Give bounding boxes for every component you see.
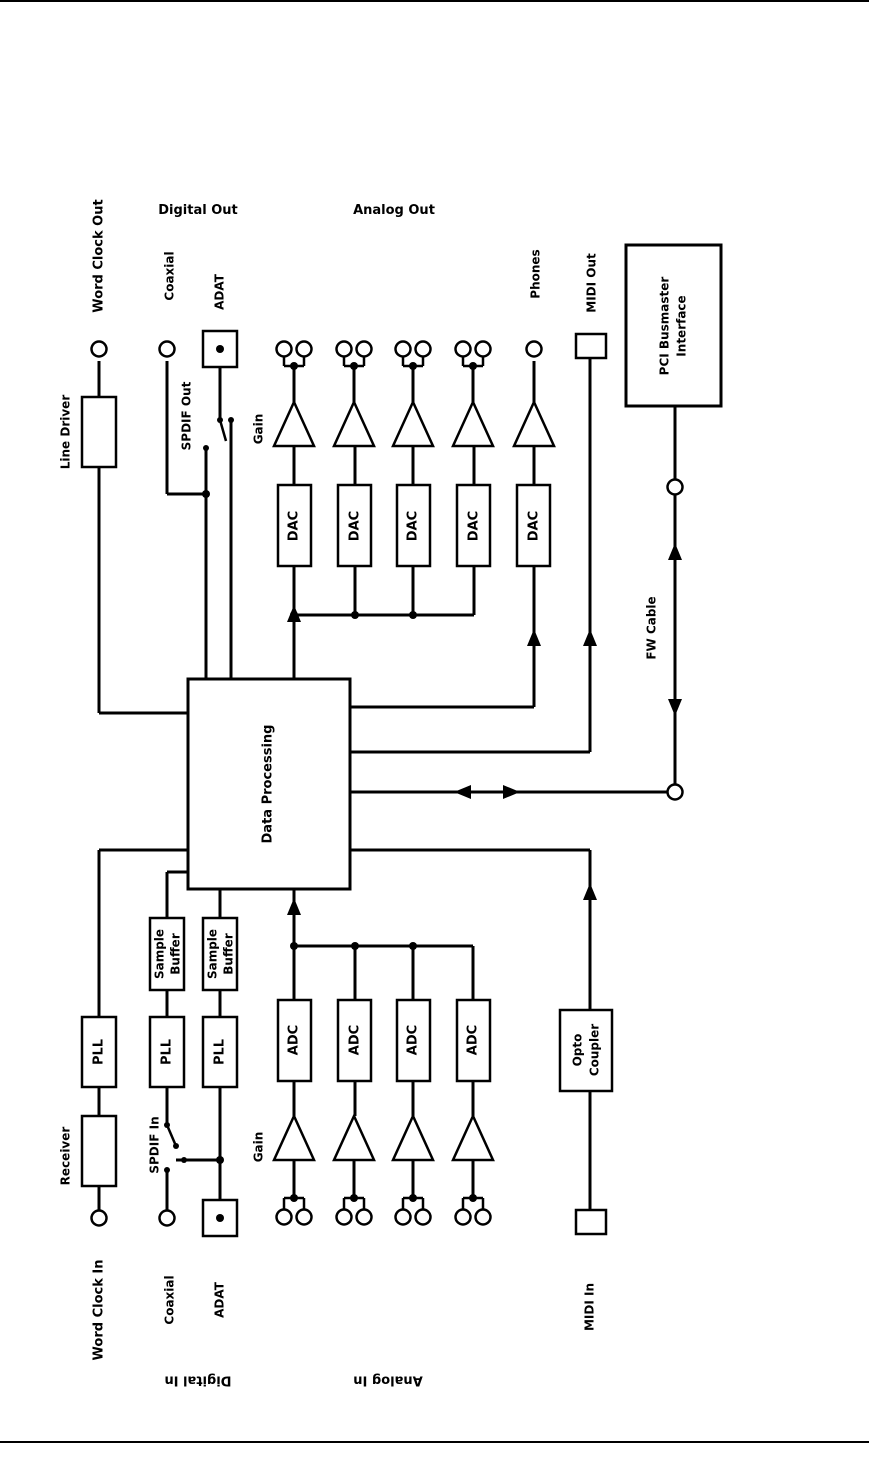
pll-adat-block xyxy=(201,1015,239,1089)
fw-top-jack xyxy=(666,478,684,496)
coaxial-out-jack xyxy=(158,340,176,358)
svg-text:DAC: DAC xyxy=(348,511,363,541)
gain-in-label: Gain xyxy=(252,1132,266,1163)
svg-text:Buffer: Buffer xyxy=(222,933,236,975)
dac-channel-2: DAC xyxy=(332,340,376,615)
svg-text:Sample: Sample xyxy=(153,929,167,979)
word-clock-out-jack xyxy=(90,340,108,358)
svg-text:DAC: DAC xyxy=(467,511,482,541)
svg-text:DAC: DAC xyxy=(287,511,302,541)
gain-out-label: Gain xyxy=(252,414,266,445)
analog-in-label: Analog In xyxy=(353,1373,422,1388)
line-driver-block xyxy=(80,395,118,469)
dac-channel-3: DAC xyxy=(391,340,435,615)
svg-text:ADC: ADC xyxy=(287,1025,302,1055)
pci-busmaster-label-1: PCI Busmaster xyxy=(658,277,672,376)
midi-out-label: MIDI Out xyxy=(585,253,599,313)
opto-coupler-block xyxy=(558,1008,614,1093)
svg-text:PLL: PLL xyxy=(92,1039,107,1065)
fw-cable-label: FW Cable xyxy=(645,596,659,659)
digital-out-label: Digital Out xyxy=(158,203,238,218)
midi-out-jack xyxy=(574,332,608,360)
phones-channel: DAC xyxy=(350,340,556,709)
coaxial-in-label: Coaxial xyxy=(163,1275,177,1324)
svg-text:ADC: ADC xyxy=(348,1025,363,1055)
word-clock-in-label: Word Clock In xyxy=(92,1260,107,1361)
phones-label: Phones xyxy=(529,249,543,298)
pci-busmaster-label-2: Interface xyxy=(675,295,689,356)
word-clock-out-label: Word Clock Out xyxy=(92,199,107,312)
svg-text:ADC: ADC xyxy=(466,1025,481,1055)
line-driver-label: Line Driver xyxy=(59,395,73,470)
analog-out-label: Analog Out xyxy=(353,203,435,218)
adat-out-jack xyxy=(201,329,239,369)
adc-channel-3: ADC xyxy=(391,946,435,1226)
word-clock-in-jack xyxy=(90,1209,108,1227)
dac-channel-4: DAC xyxy=(451,340,495,615)
pci-busmaster-block xyxy=(624,243,723,408)
receiver-label: Receiver xyxy=(59,1127,73,1186)
adc-channel-2: ADC xyxy=(332,946,376,1226)
adc-channel-4: ADC xyxy=(451,946,495,1226)
fw-bottom-jack xyxy=(666,783,684,801)
svg-text:Buffer: Buffer xyxy=(169,933,183,975)
midi-in-jack xyxy=(574,1208,608,1236)
receiver-block xyxy=(80,1114,118,1188)
svg-text:Coupler: Coupler xyxy=(588,1024,602,1076)
svg-text:ADC: ADC xyxy=(406,1025,421,1055)
midi-in-label: MIDI In xyxy=(583,1283,597,1331)
coaxial-out-label: Coaxial xyxy=(163,251,177,300)
digital-in-label: Digital In xyxy=(164,1373,231,1388)
adat-in-label: ADAT xyxy=(213,1281,227,1318)
svg-text:PLL: PLL xyxy=(160,1039,175,1065)
adat-out-label: ADAT xyxy=(213,273,227,310)
data-processing-block xyxy=(186,677,352,891)
svg-text:PLL: PLL xyxy=(213,1039,228,1065)
spdif-in-label: SPDIF In xyxy=(148,1116,162,1173)
coaxial-in-jack xyxy=(158,1209,176,1227)
svg-text:DAC: DAC xyxy=(527,511,542,541)
svg-text:Opto: Opto xyxy=(571,1034,585,1067)
adc-channel-1: ADC xyxy=(272,998,316,1226)
svg-text:DAC: DAC xyxy=(406,511,421,541)
spdif-out-label: SPDIF Out xyxy=(180,381,194,450)
svg-text:Sample: Sample xyxy=(206,929,220,979)
data-processing-label: Data Processing xyxy=(261,725,276,844)
sample-buffer-2-block xyxy=(201,916,239,992)
dac-channel-1: DAC xyxy=(272,340,316,615)
